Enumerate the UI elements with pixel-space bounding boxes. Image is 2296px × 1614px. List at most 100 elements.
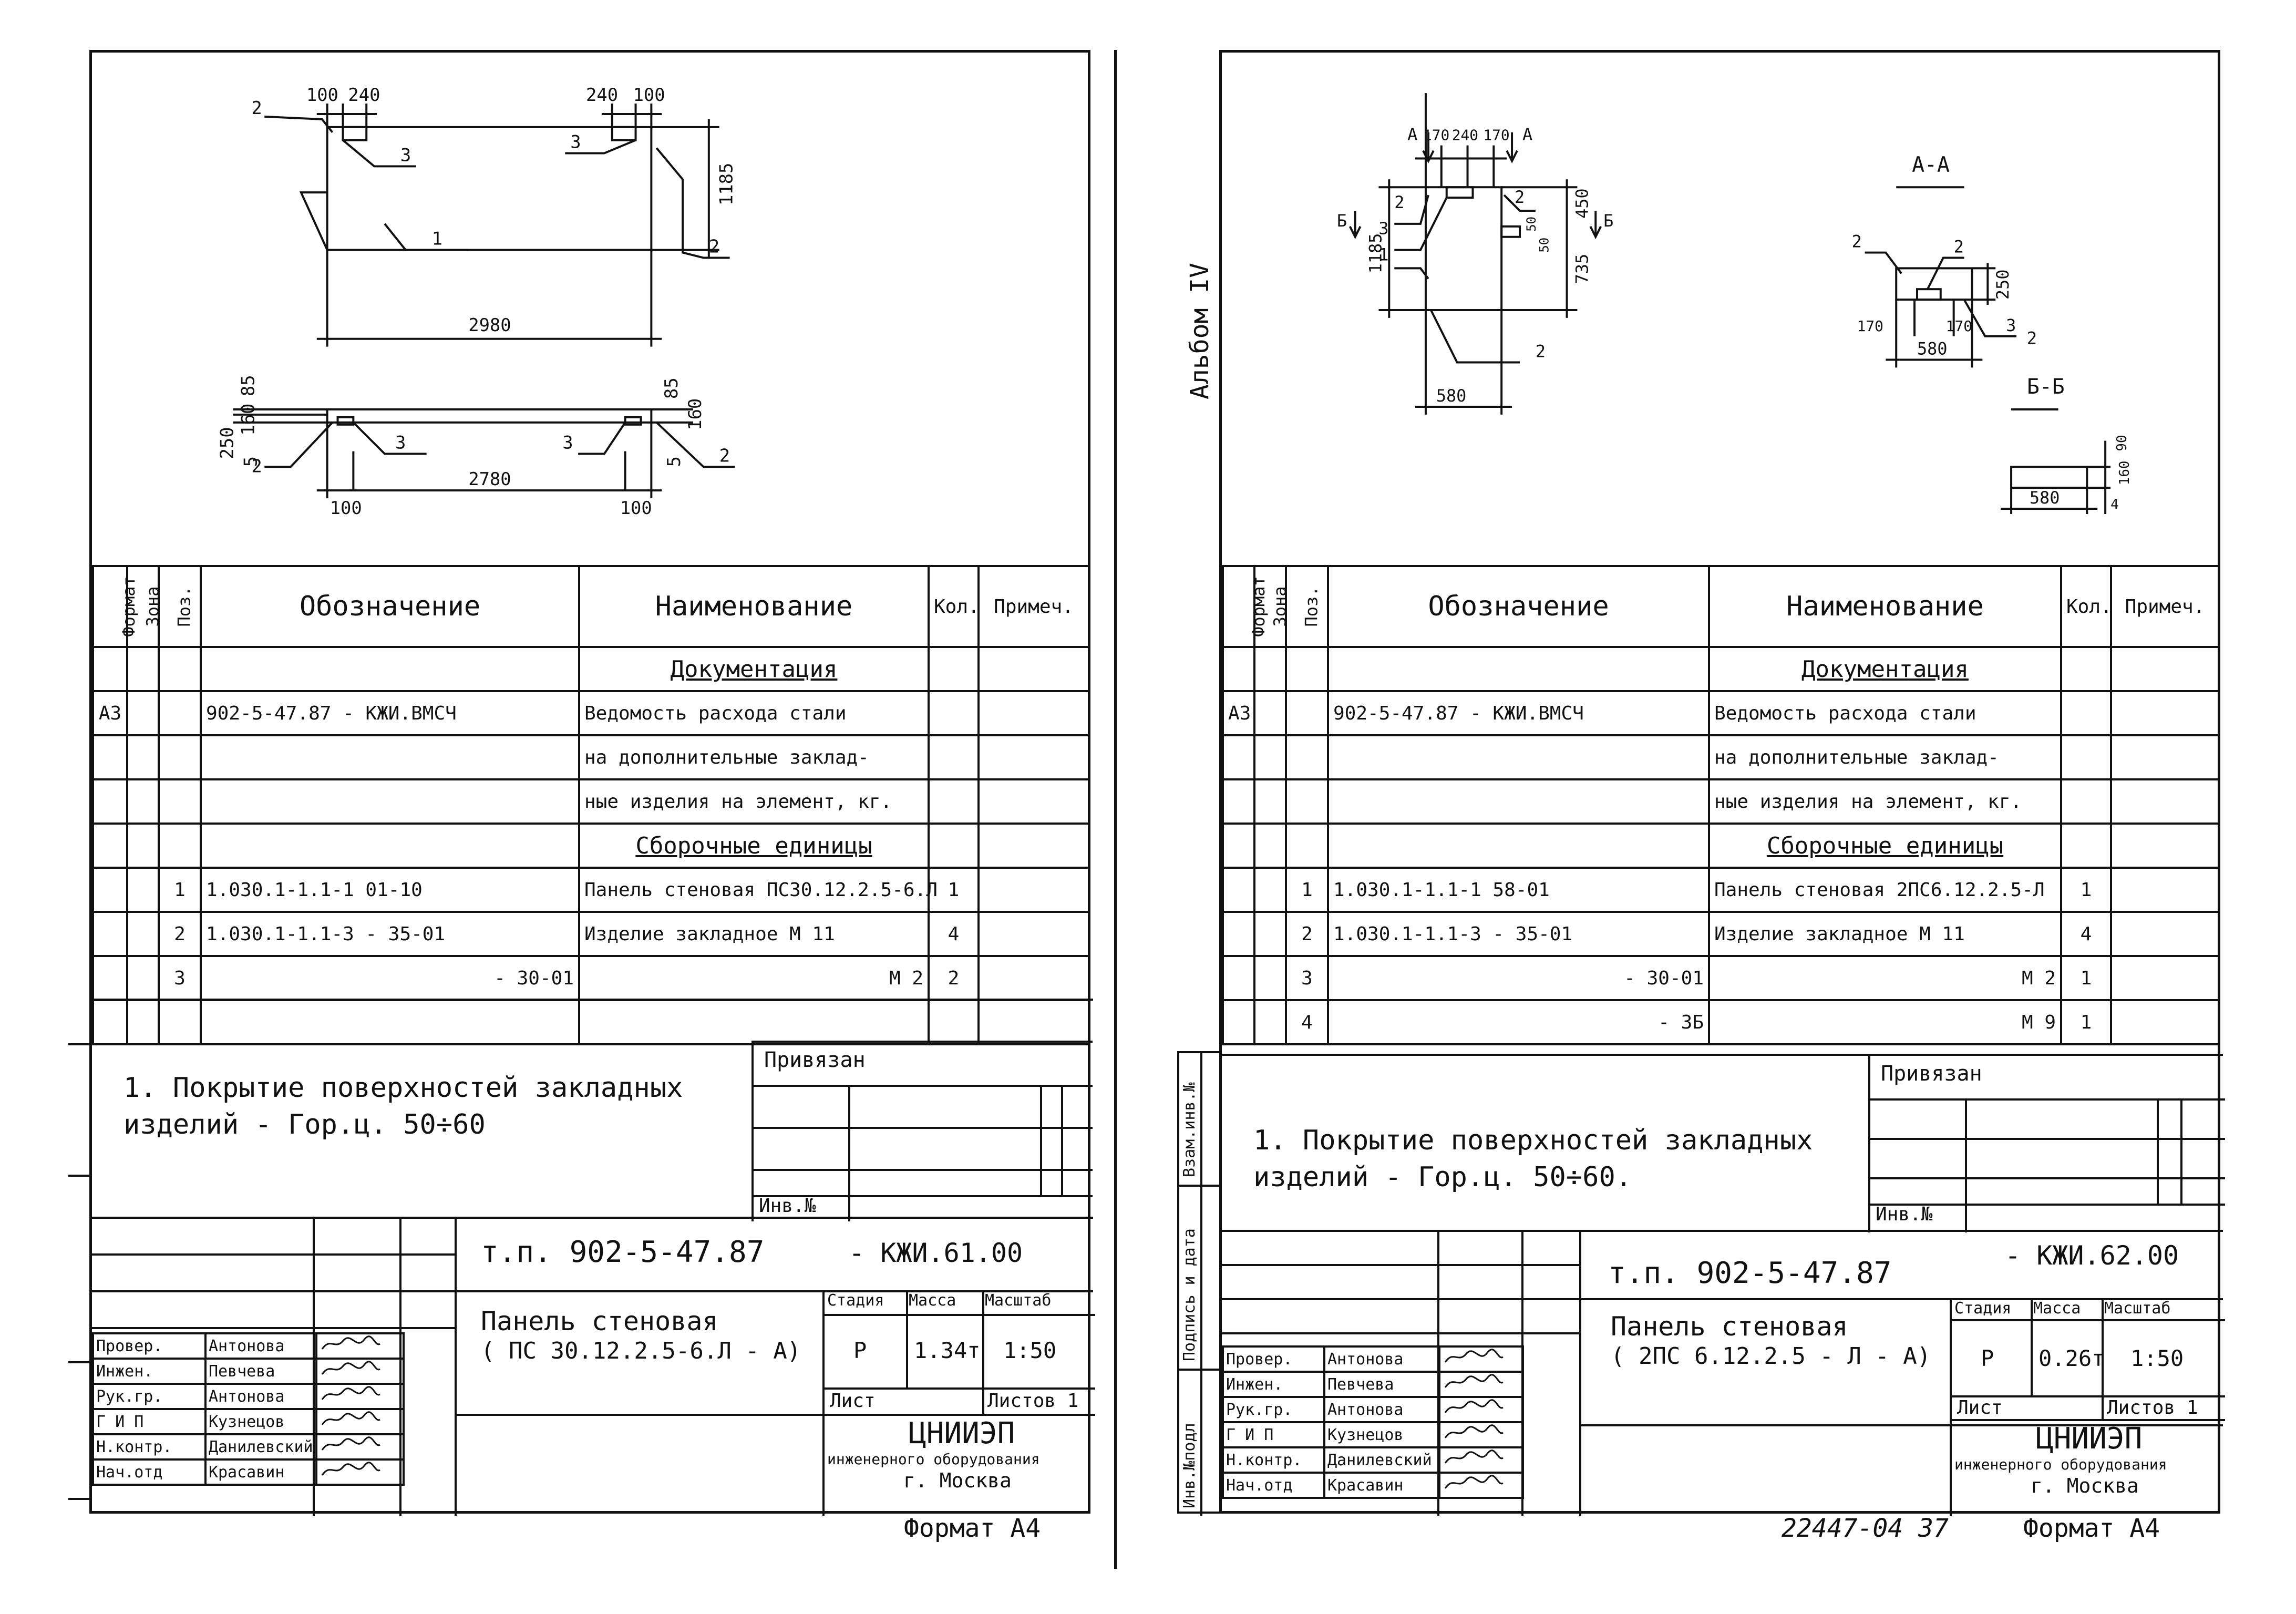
spec-cell-note <box>977 778 1090 825</box>
dim-label: 100 <box>330 498 362 518</box>
sign-cell-role: Рук.гр. <box>92 1383 207 1410</box>
spec-cell-pos <box>1285 734 1329 780</box>
spec-cell-qty <box>2060 734 2112 780</box>
mass-value: 0.26т <box>2038 1345 2105 1371</box>
titleblock-top <box>92 1217 1093 1219</box>
spec-cell-pos <box>1285 690 1329 736</box>
spec-cell-designation: 1.030.1-1.1-3 - 35-01 <box>1327 911 1710 957</box>
mass-value: 1.34т <box>914 1338 981 1363</box>
sign-row: Рук.гр.Антонова <box>92 1383 405 1410</box>
margin-tick <box>68 1361 89 1363</box>
spec-cell-qty <box>928 646 980 692</box>
spec-cell-zone <box>126 646 160 692</box>
sign-row: Рук.гр.Антонова <box>1222 1396 1524 1423</box>
org-city: г. Москва <box>2031 1474 2139 1497</box>
sign-row: Инжен.Певчева <box>92 1358 405 1385</box>
callout: 2 <box>1394 192 1404 212</box>
col-pos: Поз. <box>1285 565 1329 648</box>
spec-cell-format <box>1222 646 1255 692</box>
sheets-label: Листов 1 <box>2107 1397 2198 1418</box>
spec-cell-format <box>92 823 128 869</box>
embed-plate <box>611 126 637 141</box>
spec-cell-designation <box>200 999 580 1045</box>
sign-cell-sig <box>1438 1371 1524 1398</box>
callout: 3 <box>2006 315 2016 335</box>
inv-no-label: Инв.№ <box>759 1195 816 1217</box>
spec-cell-zone <box>126 734 160 780</box>
doc-code: т.п. 902-5-47.87 <box>481 1235 765 1269</box>
right-note: 1. Покрытие поверхностей закладных издел… <box>1253 1125 1813 1193</box>
dim-label: 50 <box>1524 217 1539 232</box>
titleblock-top <box>1222 1230 2223 1232</box>
section-bb <box>2010 466 2088 489</box>
callout: 2 <box>1954 237 1964 257</box>
spec-cell-designation <box>200 778 580 825</box>
sign-cell-role: Нач.отд <box>92 1458 207 1486</box>
spec-cell-name: Изделие закладное М 11 <box>578 911 930 957</box>
spec-cell-zone <box>1253 867 1287 913</box>
spec-bottom-line <box>92 999 1093 1001</box>
col-designation: Обозначение <box>1327 565 1710 648</box>
sign-cell-name: Красавин <box>204 1458 317 1486</box>
spec-header-row: Формат Зона Поз. Обозначение Наименовани… <box>1222 565 2220 648</box>
spec-cell-name <box>578 999 930 1045</box>
sign-cell-role: Г И П <box>1222 1421 1325 1448</box>
sign-cell-name: Данилевский <box>1323 1446 1441 1474</box>
scale-value: 1:50 <box>1003 1338 1057 1363</box>
dim-label: 250 <box>1993 270 2013 300</box>
col-zone: Зона <box>126 565 163 648</box>
spec-cell-pos <box>1285 823 1329 869</box>
spec-row: Сборочные единицы <box>92 823 1090 869</box>
spec-cell-pos: 3 <box>1285 955 1329 1001</box>
spec-cell-pos <box>158 646 202 692</box>
sign-cell-role: Инжен. <box>1222 1371 1325 1398</box>
spec-cell-name: на дополнительные заклад- <box>1708 734 2062 780</box>
spec-cell-pos: 2 <box>158 911 202 957</box>
signature-icon <box>1445 1449 1504 1464</box>
dim-label: 735 <box>1572 254 1592 284</box>
dim-label: 160 <box>685 398 705 430</box>
privyazan-label: Привязан <box>1881 1062 1982 1086</box>
section-mark: Б <box>1337 211 1347 231</box>
callout: 2 <box>1852 232 1862 252</box>
spec-cell-zone <box>1253 734 1287 780</box>
dim-label: 5 <box>240 456 261 467</box>
spec-cell-zone <box>1253 690 1287 736</box>
spec-cell-format <box>92 778 128 825</box>
privyazan-label: Привязан <box>764 1048 866 1072</box>
spec-cell-zone <box>126 823 160 869</box>
col-note: Примеч. <box>2110 565 2220 648</box>
right-format: Формат А4 <box>2023 1514 2160 1543</box>
spec-cell-format <box>1222 955 1255 1001</box>
spec-cell-name: Панель стеновая ПС30.12.2.5-6.Л <box>578 867 938 913</box>
spec-cell-format: А3 <box>1222 690 1255 736</box>
spec-cell-name: Изделие закладное М 11 <box>1708 911 2062 957</box>
spec-cell-format <box>92 999 128 1045</box>
spec-cell-qty: 1 <box>2060 999 2112 1045</box>
sign-cell-role: Н.контр. <box>1222 1446 1325 1474</box>
sign-cell-sig <box>315 1358 405 1385</box>
spec-cell-pos: 1 <box>158 867 202 913</box>
dim-label: 100 <box>306 85 338 105</box>
col-format: Формат <box>1222 565 1269 648</box>
panel-subtitle: ( ПС 30.12.2.5-6.Л - А) <box>481 1338 801 1364</box>
dim-label: 5 <box>664 456 684 467</box>
signature-icon <box>1445 1424 1504 1438</box>
spec-cell-note <box>2110 778 2220 825</box>
dim-label: 4 <box>2110 497 2119 512</box>
sign-row: Н.контр.Данилевский <box>1222 1446 1524 1474</box>
spec-cell-format <box>92 955 128 1001</box>
sign-row: Провер.Антонова <box>92 1332 405 1360</box>
spec-cell-name: М 2 <box>1708 955 2062 1001</box>
spec-cell-note <box>2110 690 2220 736</box>
dim-label: 580 <box>1436 386 1467 406</box>
col-format: Формат <box>92 565 139 648</box>
spec-cell-format <box>1222 778 1255 825</box>
panel-elevation <box>326 126 653 251</box>
org-city: г. Москва <box>903 1469 1012 1492</box>
sign-cell-role: Инжен. <box>92 1358 207 1385</box>
callout: 2 <box>251 98 262 118</box>
callout: 2 <box>1536 342 1546 362</box>
spec-cell-qty: 1 <box>2060 867 2112 913</box>
callout: 2 <box>2027 328 2037 348</box>
